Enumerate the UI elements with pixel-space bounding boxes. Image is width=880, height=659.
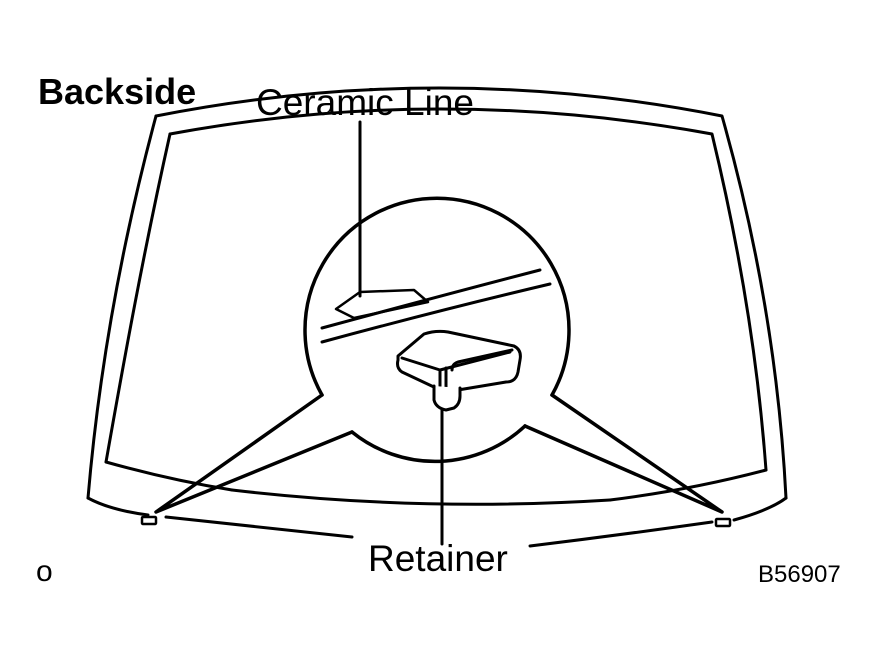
windshield-inner-bottom-left <box>104 460 234 492</box>
ceramic-line-patch <box>334 288 430 320</box>
windshield-inner-outline-left <box>104 132 172 464</box>
ceramic-line-label: Ceramic Line <box>256 82 474 123</box>
ceramic-line-edge-1 <box>320 268 542 330</box>
retainer-clip <box>396 329 522 412</box>
windshield-inner-bottom-center <box>230 488 612 506</box>
retainer-left-marker <box>140 515 158 526</box>
pointer-right <box>523 393 724 514</box>
windshield-outer-bottom-mid-left <box>164 515 354 539</box>
backside-label: Backside <box>38 71 197 112</box>
detail-circle-upper <box>303 196 571 397</box>
windshield-outer-bottom-left <box>86 496 150 517</box>
windshield-outer-bottom-mid-right <box>528 520 714 548</box>
ceramic-line-edge-2 <box>320 282 552 344</box>
detail-circle-lower <box>350 424 527 464</box>
figure-code-label: B56907 <box>758 561 841 588</box>
windshield-outer-bottom-right <box>732 496 788 522</box>
windshield-outer-left-side <box>86 114 158 500</box>
pointer-left <box>154 393 354 514</box>
retainer-right-marker <box>714 517 732 528</box>
corner-mark-label: o <box>36 555 53 588</box>
windshield-outer-outline <box>154 86 788 500</box>
retainer-label: Retainer <box>368 538 508 579</box>
windshield-inner-outline-top <box>168 107 768 472</box>
